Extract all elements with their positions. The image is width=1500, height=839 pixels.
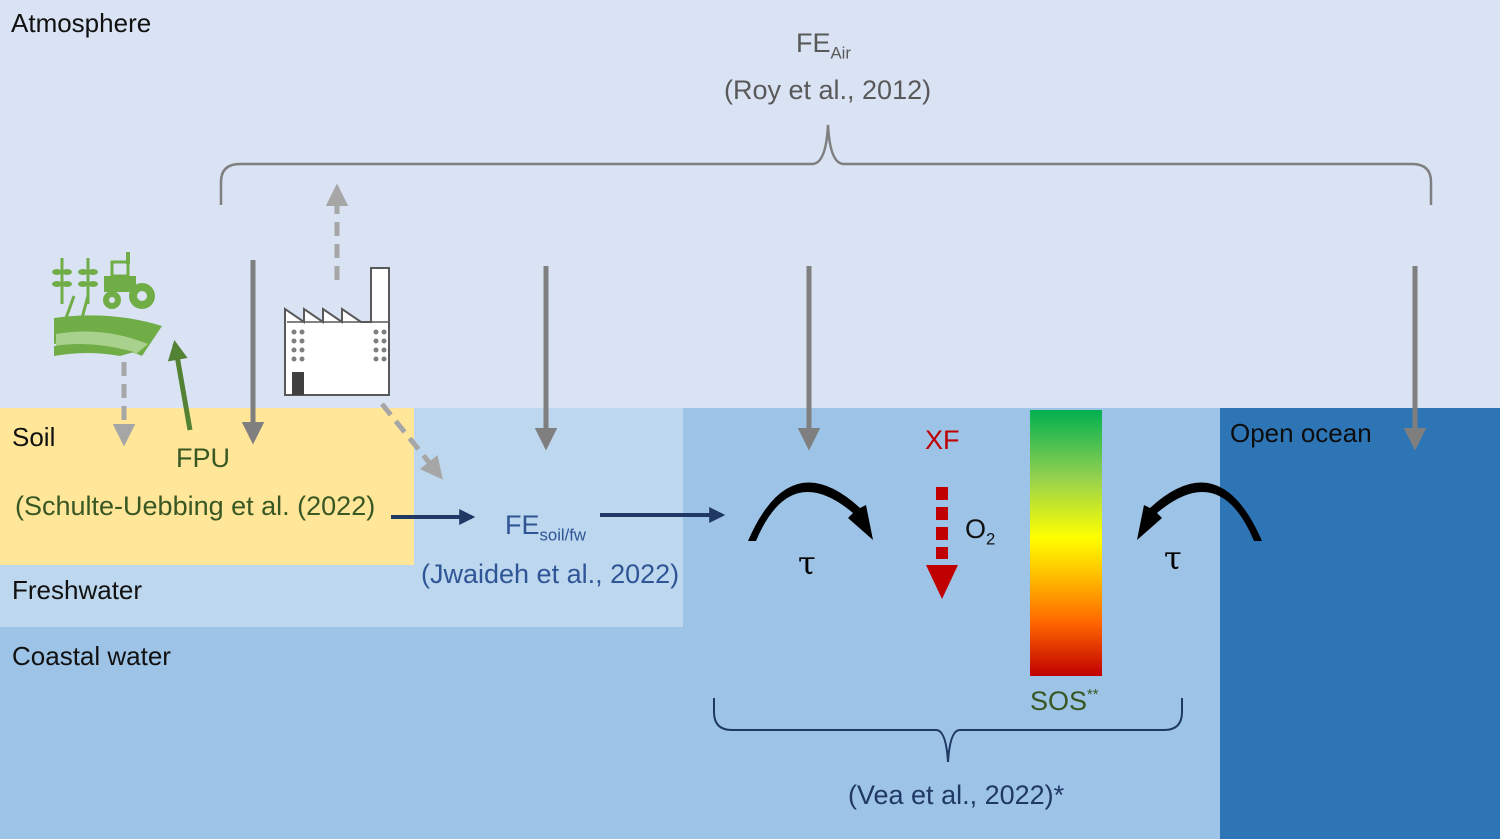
jwaideh-reference: (Jwaideh et al., 2022) — [421, 559, 679, 590]
coastal-water-label: Coastal water — [12, 641, 171, 672]
tau-label-coastal: τ — [798, 544, 816, 582]
fe-soil-subscript: soil/fw — [540, 525, 587, 544]
transport-arrow-ocean — [1137, 483, 1262, 541]
vea-reference: (Vea et al., 2022)* — [848, 780, 1064, 811]
roy-reference: (Roy et al., 2012) — [724, 75, 931, 106]
factory-discharge-arrow — [382, 404, 440, 476]
sos-main: SOS — [1030, 686, 1087, 716]
farm-icon — [52, 252, 162, 356]
soil-label: Soil — [12, 422, 55, 453]
open-ocean-label: Open ocean — [1230, 418, 1372, 449]
transport-arrow-coastal — [748, 483, 873, 541]
fe-air-label: FEAir — [796, 28, 851, 63]
fe-soil-main: FE — [505, 510, 540, 540]
fe-air-main: FE — [796, 28, 831, 58]
sos-label: SOS** — [1030, 686, 1099, 717]
tau-label-ocean: τ — [1164, 539, 1182, 577]
fe-air-subscript: Air — [831, 43, 851, 62]
sos-superscript: ** — [1087, 687, 1099, 703]
atmosphere-label: Atmosphere — [11, 8, 151, 39]
factory-icon — [285, 268, 389, 395]
atmosphere-brace — [221, 125, 1431, 205]
freshwater-label: Freshwater — [12, 575, 142, 606]
o2-label: O2 — [965, 514, 995, 549]
fe-soil-fw-label: FEsoil/fw — [505, 510, 586, 545]
fpu-arrow — [175, 344, 190, 430]
coastal-brace — [714, 698, 1182, 762]
xf-label: XF — [925, 425, 960, 456]
fpu-label: FPU — [176, 443, 230, 474]
schulte-reference: (Schulte-Uebbing et al. (2022) — [15, 491, 375, 522]
o2-subscript: 2 — [986, 529, 995, 548]
o2-main: O — [965, 514, 986, 544]
oxygen-arrow — [926, 487, 958, 599]
